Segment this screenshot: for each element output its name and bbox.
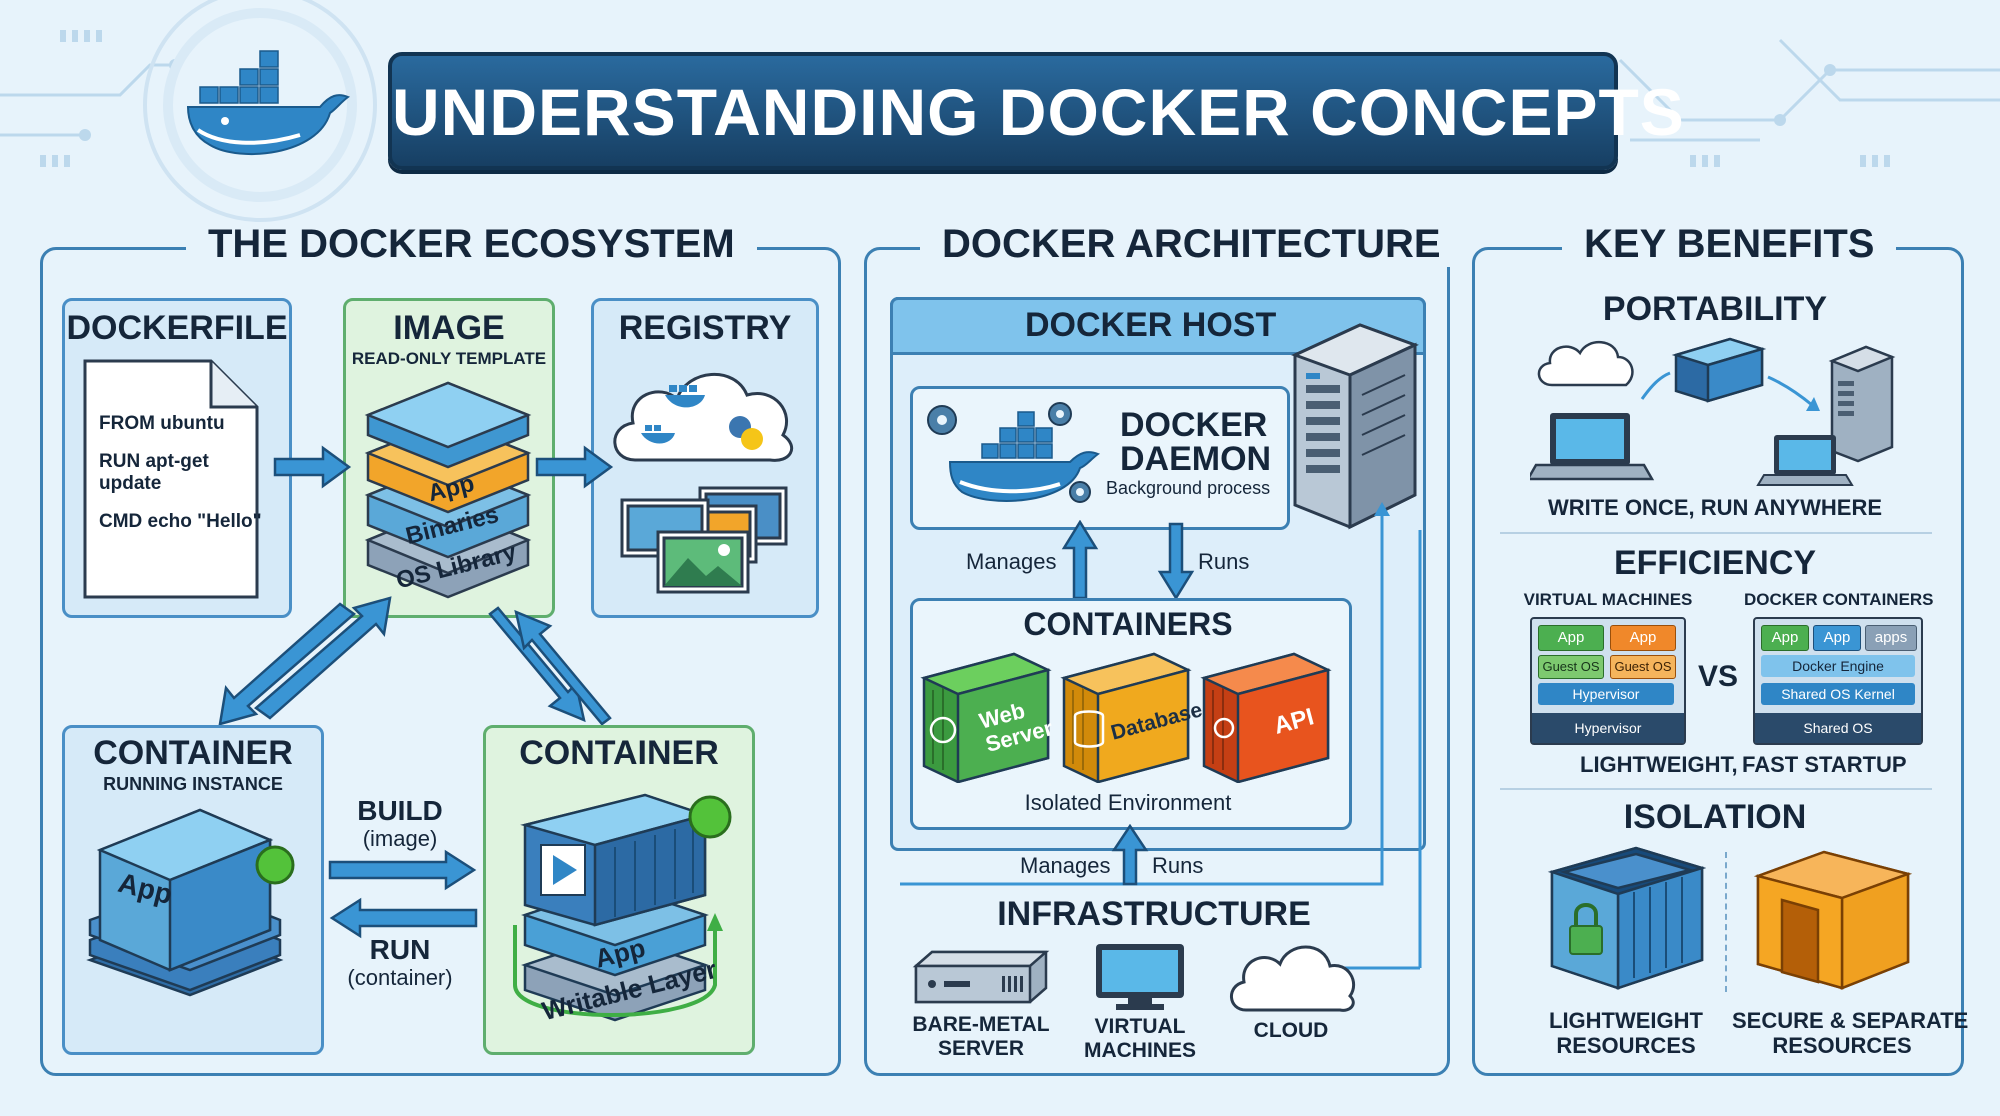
- arrow-dockerfile-to-image: [273, 445, 352, 489]
- runs-down-arrow: [1157, 522, 1195, 600]
- infra-vm-1: VIRTUAL: [1094, 1015, 1186, 1038]
- containers-row-icons: [920, 652, 1332, 783]
- efficiency-caption-1: LIGHTWEIGHT,: [1580, 752, 1738, 777]
- isolation-left-2: RESOURCES: [1556, 1033, 1696, 1058]
- vm-guest-1: Guest OS: [1538, 655, 1604, 679]
- portability-title: PORTABILITY: [1602, 290, 1828, 328]
- manages-label-2: Manages: [1020, 853, 1111, 878]
- infra-bare-metal-1: BARE-METAL: [912, 1013, 1050, 1036]
- docker-logo-icon: [186, 50, 351, 155]
- vm-guest-2: Guest OS: [1610, 655, 1676, 679]
- efficiency-caption-2: FAST STARTUP: [1742, 752, 1907, 777]
- isolation-right-icon: [1753, 850, 1912, 990]
- infra-bare-metal-2: SERVER: [938, 1037, 1024, 1060]
- divider-1: [1500, 532, 1932, 534]
- containers-footer: Isolated Environment: [1024, 790, 1232, 815]
- diagonal-arrows: [218, 596, 612, 726]
- dc-kernel: Shared OS Kernel: [1761, 683, 1915, 705]
- dc-app-1: App: [1761, 625, 1809, 651]
- manages-label: Manages: [966, 549, 1057, 574]
- container-right-title: CONTAINER: [519, 734, 719, 772]
- cloud-registry-icon: [613, 372, 794, 462]
- dc-app-3: apps: [1865, 625, 1917, 651]
- isolation-right-1: SECURE & SEPARATE: [1732, 1008, 1969, 1033]
- container-stack-icon: [513, 793, 732, 1022]
- container-left-subtitle: RUNNING INSTANCE: [103, 774, 283, 794]
- virtual-machine-monitor-icon: [1096, 944, 1184, 1010]
- daemon-title-line-1: DOCKER: [1120, 406, 1268, 444]
- build-sub: (image): [362, 826, 438, 851]
- isolation-left-1: LIGHTWEIGHT: [1549, 1008, 1703, 1033]
- infrastructure-title: INFRASTRUCTURE: [997, 895, 1311, 933]
- dockerfile-card: DOCKERFILE FROM ubuntu RUN apt-get updat…: [62, 298, 292, 618]
- registry-title: REGISTRY: [618, 309, 792, 347]
- arrow-image-to-registry: [535, 445, 614, 489]
- dc-app-2: App: [1813, 625, 1861, 651]
- dc-label: DOCKER CONTAINERS: [1744, 590, 1934, 609]
- vm-stack: App App Guest OS Guest OS Hypervisor Hyp…: [1530, 617, 1686, 745]
- vm-label: VIRTUAL MACHINES: [1523, 590, 1693, 609]
- vm-hypervisor: Hypervisor: [1538, 683, 1674, 705]
- page-title: UNDERSTANDING DOCKER CONCEPTS: [392, 75, 1685, 149]
- dc-engine: Docker Engine: [1761, 655, 1915, 677]
- daemon-title-line-2: DAEMON: [1120, 440, 1272, 478]
- isolation-divider: [1725, 852, 1727, 992]
- run-arrow-icon: [329, 897, 478, 939]
- build-arrow-icon: [328, 849, 477, 891]
- title-banner: UNDERSTANDING DOCKER CONCEPTS: [388, 52, 1685, 170]
- infra-vm-2: MACHINES: [1083, 1039, 1196, 1062]
- image-layer-stack: [364, 381, 532, 599]
- dockerfile-line-4: CMD echo "Hello": [99, 511, 262, 532]
- manages-up-arrow: [1061, 520, 1099, 600]
- vs-label: VS: [1697, 660, 1739, 693]
- benefits-heading: KEY BENEFITS: [1562, 222, 1897, 267]
- vm-app-2: App: [1610, 625, 1676, 651]
- ecosystem-heading: THE DOCKER ECOSYSTEM: [186, 222, 757, 267]
- host-connector-lines: [900, 502, 1422, 970]
- isolation-left-icon: [1547, 846, 1706, 990]
- document-icon: [83, 359, 259, 599]
- efficiency-title: EFFICIENCY: [1613, 544, 1817, 582]
- image-title: IMAGE: [393, 309, 505, 347]
- dc-base: Shared OS: [1755, 713, 1921, 743]
- divider-2: [1500, 788, 1932, 790]
- vm-app-1: App: [1538, 625, 1604, 651]
- running-container-cube: [86, 808, 295, 997]
- vm-base: Hypervisor: [1532, 713, 1684, 743]
- run-label: RUN: [369, 934, 431, 965]
- image-subtitle: READ-ONLY TEMPLATE: [351, 349, 547, 368]
- runs-label-2: Runs: [1152, 853, 1204, 878]
- cloud-infra-icon: [1230, 945, 1356, 1012]
- daemon-subtitle: Background process: [1106, 478, 1271, 498]
- daemon-whale-gears-icon: [927, 402, 1101, 503]
- portability-illustration: [1530, 337, 1896, 486]
- build-label: BUILD: [357, 795, 443, 826]
- dockerfile-line-1: FROM ubuntu: [99, 413, 225, 434]
- run-sub: (container): [347, 965, 453, 990]
- bare-metal-server-icon: [912, 950, 1050, 1004]
- docker-host-header: DOCKER HOST: [890, 297, 1426, 355]
- container-left-title: CONTAINER: [93, 734, 293, 772]
- infra-up-arrow: [1111, 824, 1149, 886]
- portability-caption: WRITE ONCE, RUN ANYWHERE: [1547, 495, 1883, 520]
- docker-daemon-box: [910, 386, 1290, 530]
- containers-title: CONTAINERS: [1023, 606, 1233, 642]
- dockerfile-line-3: update: [99, 473, 162, 494]
- dc-stack: App App apps Docker Engine Shared OS Ker…: [1753, 617, 1923, 745]
- image-gallery-icon: [620, 486, 788, 594]
- dockerfile-title: DOCKERFILE: [66, 309, 288, 347]
- server-tower-icon: [1291, 323, 1419, 530]
- infra-cloud: CLOUD: [1253, 1019, 1329, 1042]
- isolation-title: ISOLATION: [1623, 798, 1807, 836]
- docker-host-title: DOCKER HOST: [1025, 306, 1277, 344]
- dockerfile-line-2: RUN apt-get: [99, 451, 209, 472]
- architecture-heading: DOCKER ARCHITECTURE: [920, 222, 1463, 267]
- isolation-right-2: RESOURCES: [1772, 1033, 1912, 1058]
- runs-label: Runs: [1198, 549, 1250, 574]
